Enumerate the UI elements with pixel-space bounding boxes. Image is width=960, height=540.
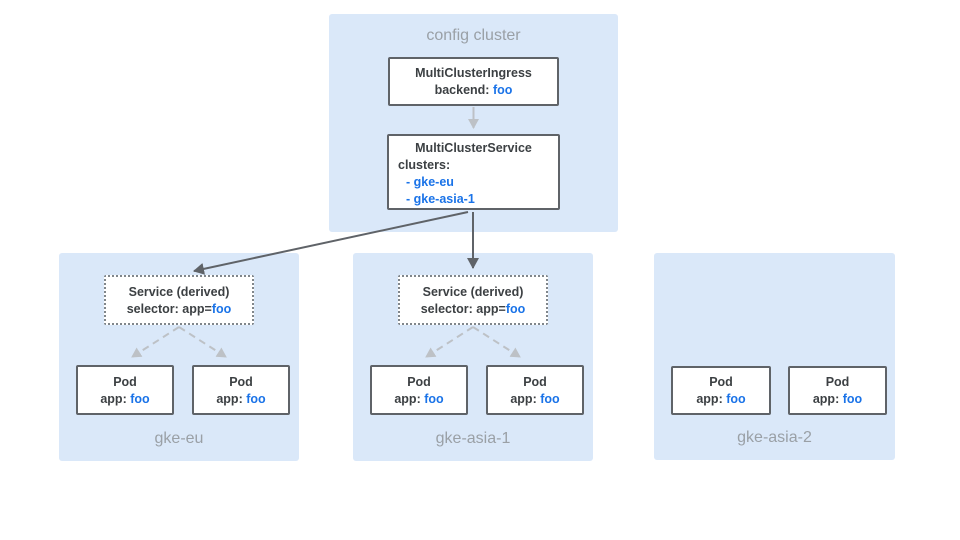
gke-asia-2-pod-2: Pod app: foo (788, 366, 887, 415)
derived-service-selector-line: selector: app=foo (106, 301, 252, 318)
multiclusterservice-node: MultiClusterService clusters: - gke-eu -… (387, 134, 560, 210)
config-cluster-container: config cluster MultiClusterIngress backe… (329, 14, 618, 232)
gke-eu-pod-2: Pod app: foo (192, 365, 290, 415)
pod-title: Pod (229, 375, 253, 389)
pod-app-line: app: foo (790, 391, 885, 408)
gke-asia-2-cluster-container: Pod app: foo Pod app: foo gke-asia-2 (654, 253, 895, 460)
gke-asia-1-pod-1: Pod app: foo (370, 365, 468, 415)
gke-eu-cluster-container: Service (derived) selector: app=foo Pod … (59, 253, 299, 461)
pod-title: Pod (709, 375, 733, 389)
multiclusteringress-backend-line: backend: foo (390, 82, 557, 99)
cluster-item-gke-asia-1: - gke-asia-1 (406, 192, 475, 206)
app-value: foo (130, 392, 150, 406)
app-value: foo (246, 392, 266, 406)
pod-title: Pod (825, 375, 850, 389)
app-label: app: (216, 392, 243, 406)
gke-eu-label: gke-eu (154, 430, 204, 447)
pod-app-line: app: foo (78, 391, 172, 408)
app-label: app: (696, 392, 723, 406)
multiclusterservice-title: MultiClusterService (415, 141, 532, 155)
app-value: foo (726, 392, 746, 406)
cluster-item-gke-eu: - gke-eu (406, 175, 454, 189)
selector-value: foo (505, 302, 526, 316)
selector-label: selector: app= (126, 302, 212, 316)
app-label: app: (100, 392, 127, 406)
gke-asia-1-derived-service-node: Service (derived) selector: app=foo (398, 275, 548, 325)
pod-app-line: app: foo (488, 391, 582, 408)
backend-label: backend: (434, 83, 490, 97)
app-value: foo (842, 392, 863, 406)
config-cluster-label: config cluster (426, 27, 521, 44)
pod-title: Pod (113, 375, 137, 389)
pod-app-line: app: foo (673, 391, 769, 408)
gke-asia-1-label: gke-asia-1 (435, 430, 511, 447)
gke-asia-2-label: gke-asia-2 (737, 429, 812, 446)
backend-value: foo (492, 83, 513, 97)
app-value: foo (424, 392, 444, 406)
app-label: app: (510, 392, 537, 406)
gke-asia-1-pod-2: Pod app: foo (486, 365, 584, 415)
derived-service-title: Service (derived) (128, 285, 230, 299)
selector-label: selector: app= (420, 302, 506, 316)
gke-eu-derived-service-node: Service (derived) selector: app=foo (104, 275, 254, 325)
gke-eu-pod-1: Pod app: foo (76, 365, 174, 415)
app-value: foo (540, 392, 560, 406)
pod-title: Pod (523, 375, 547, 389)
multiclusteringress-title: MultiClusterIngress (415, 66, 532, 80)
derived-service-title: Service (derived) (422, 285, 524, 299)
gke-asia-1-cluster-container: Service (derived) selector: app=foo Pod … (353, 253, 593, 461)
pod-app-line: app: foo (194, 391, 288, 408)
app-label: app: (812, 392, 840, 406)
pod-app-line: app: foo (372, 391, 466, 408)
multiclusteringress-node: MultiClusterIngress backend: foo (388, 57, 559, 106)
selector-value: foo (211, 302, 232, 316)
gke-asia-2-pod-1: Pod app: foo (671, 366, 771, 415)
app-label: app: (394, 392, 421, 406)
pod-title: Pod (407, 375, 431, 389)
derived-service-selector-line: selector: app=foo (400, 301, 546, 318)
clusters-label: clusters: (398, 158, 451, 172)
